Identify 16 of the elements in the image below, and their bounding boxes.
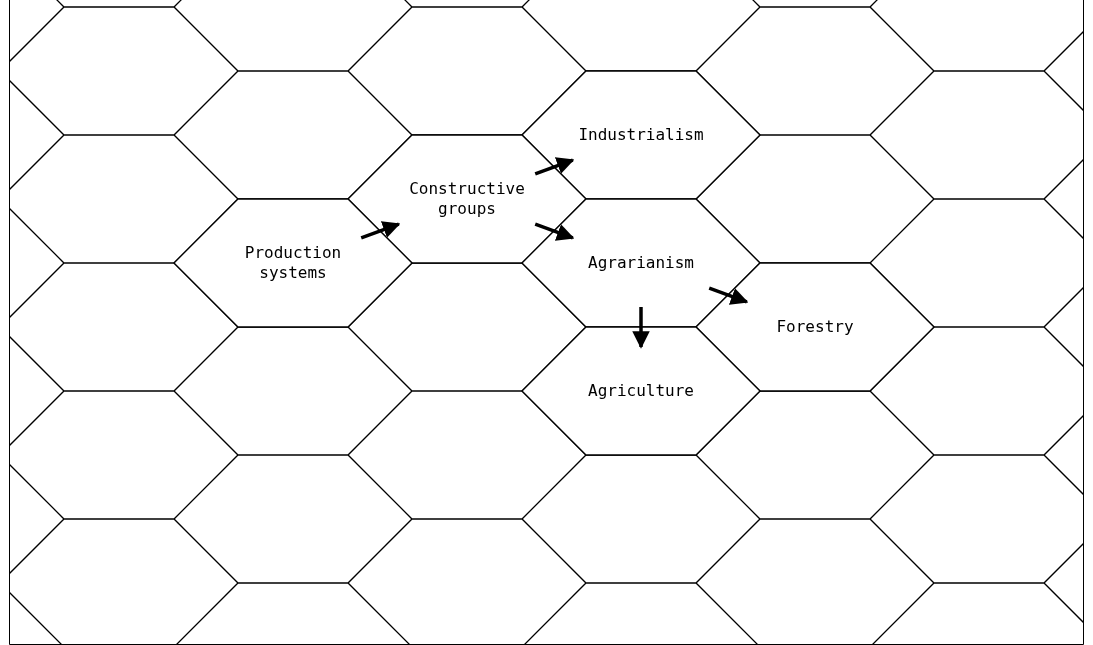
node-label: Constructive groups (408, 179, 526, 219)
arrow (534, 157, 575, 176)
hexagon-cell (174, 199, 412, 327)
node-label: Agriculture (588, 381, 694, 401)
arrow (360, 221, 401, 240)
arrow (708, 286, 749, 305)
node-label: Production systems (243, 243, 343, 283)
node-label: Industrialism (578, 125, 704, 145)
hexagon-cell (522, 327, 760, 455)
hexagon-cell (522, 199, 760, 327)
arrow (534, 222, 575, 241)
node-label: Agrarianism (588, 253, 694, 273)
node-label: Forestry (776, 317, 854, 337)
hexagon-cell (696, 263, 934, 391)
arrow (632, 307, 650, 349)
hexagon-cell (522, 71, 760, 199)
